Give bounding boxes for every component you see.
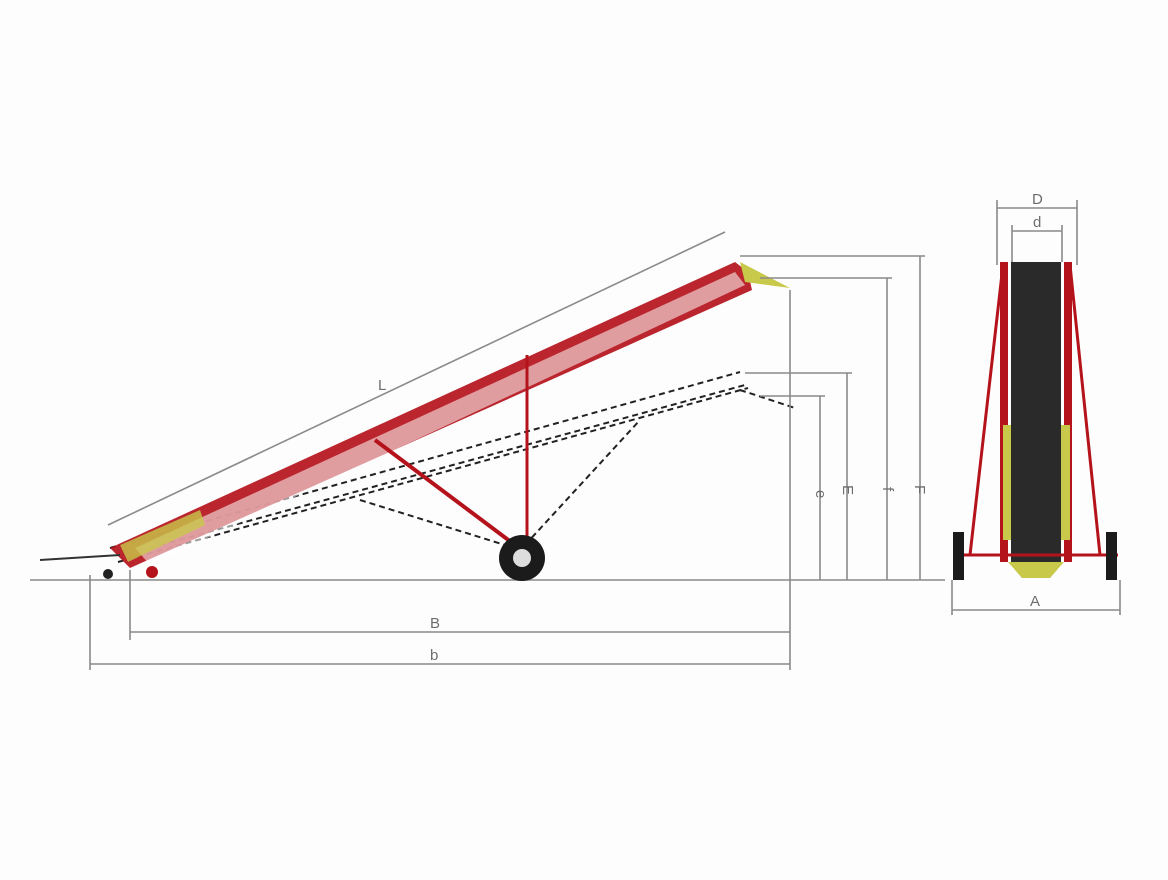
support-strut: [373, 438, 517, 547]
caster-wheel: [146, 566, 158, 578]
dimension-b-label: b: [430, 647, 438, 664]
discharge-hood: [740, 262, 790, 288]
dimension-A: A: [951, 580, 1121, 615]
dimension-B-label: B: [430, 615, 440, 632]
dimension-f-label: f: [879, 487, 896, 492]
end-view-conveyor: [953, 262, 1118, 580]
dimension-L-label: L: [378, 377, 386, 394]
dimension-f: f: [760, 277, 896, 580]
right-wheel: [1106, 532, 1117, 580]
dimension-e: e: [760, 395, 829, 580]
dimension-F-label: F: [911, 485, 928, 494]
dimension-B: B: [129, 290, 791, 670]
dimension-e-label: e: [812, 490, 829, 498]
dimension-E: E: [745, 372, 856, 580]
belt: [1011, 262, 1061, 562]
tow-bar: [39, 554, 121, 561]
lowered-conveyor-outline: [109, 371, 796, 563]
main-wheel: [499, 535, 545, 581]
dimension-F: F: [740, 255, 928, 580]
raised-conveyor: [39, 262, 790, 579]
dimension-A-label: A: [1030, 593, 1040, 610]
hopper-guard: [120, 510, 205, 562]
dimension-d: d: [1011, 214, 1063, 262]
dimension-L-line: [107, 231, 726, 526]
dimension-E-label: E: [839, 485, 856, 495]
dimension-b: b: [89, 575, 790, 670]
left-wheel: [953, 532, 964, 580]
dimension-d-label: d: [1033, 214, 1041, 231]
dimension-D: D: [996, 191, 1078, 265]
dimension-D-label: D: [1032, 191, 1043, 208]
